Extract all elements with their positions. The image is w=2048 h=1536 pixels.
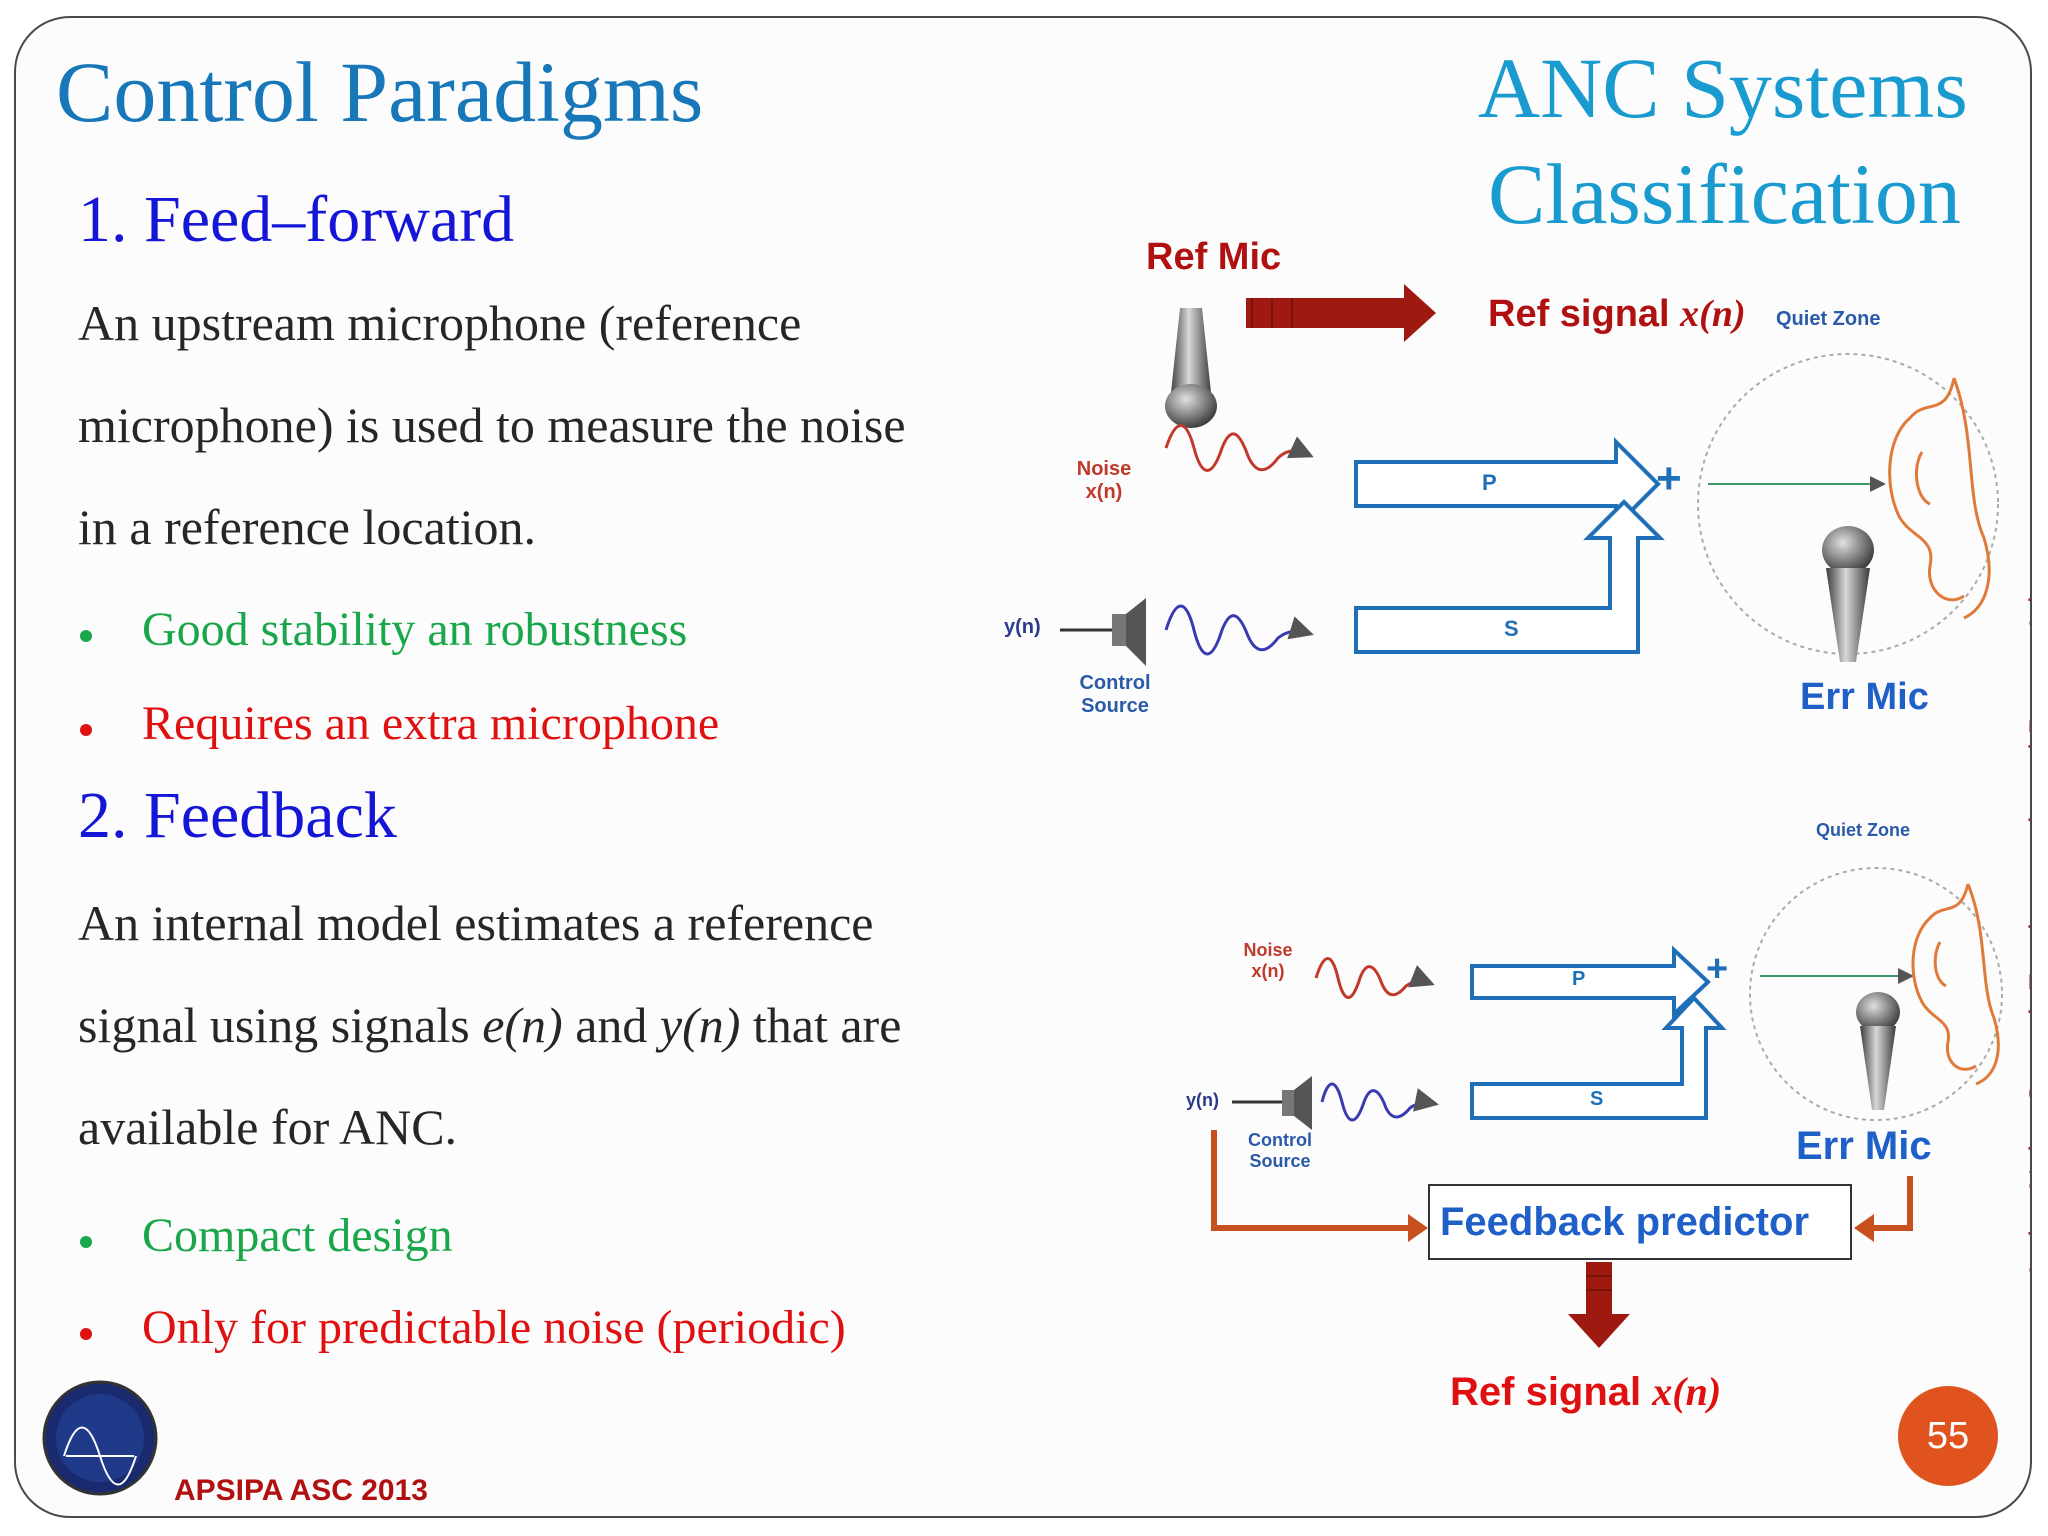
feedforward-heading: 1. Feed–forward <box>78 183 515 256</box>
feedforward-text-line2: microphone) is used to measure the noise <box>78 397 906 453</box>
ref-signal-label: Ref signal x(n) <box>1488 293 1746 335</box>
control-speaker-icon <box>1060 598 1146 666</box>
feedback-text-line3: available for ANC. <box>78 1099 458 1155</box>
bullet-dot <box>80 1328 92 1340</box>
p-label: P <box>1482 470 1497 495</box>
predictor-output-arrow <box>1568 1262 1630 1348</box>
error-mic-icon <box>1822 526 1874 662</box>
feedforward-text-line1: An upstream microphone (reference <box>78 295 802 351</box>
slide: Control Paradigms ANC Systems Classifica… <box>14 16 2032 1518</box>
ref-mic-label: Ref Mic <box>1146 236 1282 278</box>
bullet-dot <box>80 724 92 736</box>
secondary-path-arrow <box>1354 499 1665 654</box>
feedback-input-arrow-left <box>1211 1130 1428 1242</box>
ref-signal-output-label: Ref signal x(n) <box>1450 1369 1722 1414</box>
bullet-dot <box>80 1236 92 1248</box>
yn-label: y(n) <box>1004 616 1041 638</box>
feedback-predictor-label: Feedback predictor <box>1440 1200 1810 1244</box>
apsipa-logo <box>42 1380 158 1496</box>
yn-variable: y(n) <box>659 997 741 1053</box>
quiet-zone-circle <box>1749 867 2003 1121</box>
feedback-predictor-box: Feedback predictor <box>1428 1184 1852 1260</box>
feedback-disadvantage: Only for predictable noise (periodic) <box>142 1301 846 1354</box>
control-wave-icon <box>1164 604 1314 656</box>
quiet-zone-label: Quiet Zone <box>1816 820 1910 840</box>
quiet-zone-label: Quiet Zone <box>1776 308 1881 330</box>
bullet-dot <box>80 630 92 642</box>
p-label: P <box>1572 968 1586 990</box>
side-caption: Active Noise Control: Fundamentals and R… <box>2024 501 2032 1280</box>
anc-diagrams <box>42 284 2003 1496</box>
primary-path-arrow <box>1354 437 1661 531</box>
feedforward-disadvantage: Requires an extra microphone <box>142 697 720 750</box>
en-variable: e(n) <box>482 997 563 1053</box>
err-mic-label: Err Mic <box>1800 676 1929 718</box>
feedback-input-arrow-right <box>1854 1176 1913 1242</box>
error-mic-icon <box>1856 992 1900 1110</box>
feedback-text-line2: signal using signals e(n) and y(n) that … <box>78 997 902 1053</box>
s-label: S <box>1504 616 1519 641</box>
ear-icon <box>1911 883 2000 1086</box>
control-wave-icon <box>1320 1082 1439 1122</box>
feedforward-text-line3: in a reference location. <box>78 499 537 555</box>
section-title-line2: Classification <box>1488 146 1961 242</box>
noise-wave-icon <box>1164 424 1314 472</box>
secondary-path-arrow <box>1470 995 1727 1120</box>
ear-icon <box>1888 377 1991 620</box>
footer-conference: APSIPA ASC 2013 <box>174 1474 428 1507</box>
s-label: S <box>1590 1088 1604 1110</box>
noise-wave-icon <box>1314 957 1435 999</box>
sum-plus-label: + <box>1706 948 1729 990</box>
reference-mic-icon <box>1165 308 1217 428</box>
control-speaker-icon <box>1232 1076 1312 1130</box>
feedback-advantage: Compact design <box>142 1209 453 1262</box>
err-mic-label: Err Mic <box>1796 1124 1932 1168</box>
page-number-badge: 55 <box>1898 1386 1998 1486</box>
feedback-text-line1: An internal model estimates a reference <box>78 895 874 951</box>
primary-path-arrow <box>1470 945 1711 1019</box>
feedforward-advantage: Good stability an robustness <box>142 603 688 656</box>
section-title-line1: ANC Systems <box>1478 40 1968 136</box>
feedback-heading: 2. Feedback <box>78 779 397 852</box>
ref-signal-arrow-icon <box>1246 284 1436 342</box>
sum-plus-label: + <box>1656 454 1682 503</box>
slide-title: Control Paradigms <box>56 44 704 140</box>
yn-label: y(n) <box>1186 1090 1219 1110</box>
